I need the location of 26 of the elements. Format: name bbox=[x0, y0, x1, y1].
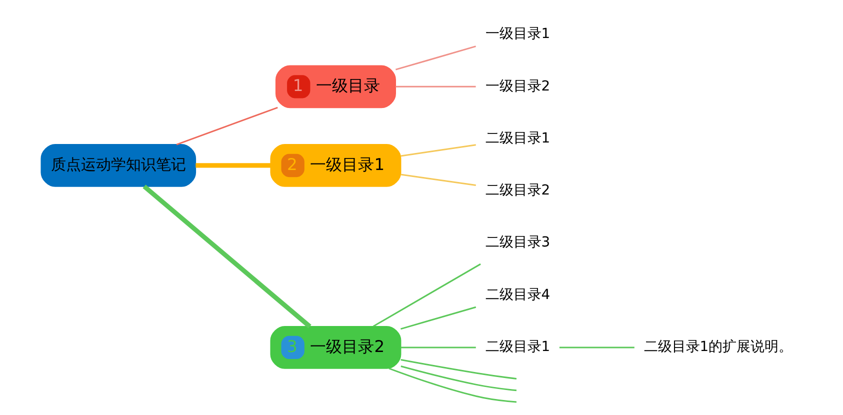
connector bbox=[142, 184, 312, 328]
node-text: 二级目录4 bbox=[485, 286, 550, 302]
connector bbox=[400, 358, 517, 379]
connector bbox=[400, 306, 476, 330]
node-box: 1 一级目录 bbox=[275, 64, 396, 108]
node-box: 2 一级目录1 bbox=[270, 144, 402, 186]
node-box: 3 一级目录2 bbox=[270, 326, 402, 368]
connector bbox=[396, 85, 476, 87]
node-text: 二级目录1 bbox=[485, 130, 550, 146]
node-text: 二级目录1 bbox=[485, 338, 550, 355]
connector bbox=[400, 346, 476, 348]
node-text: 一级目录1 bbox=[485, 26, 550, 42]
node-text: 二级目录1的扩展说明。 bbox=[644, 338, 793, 355]
node-text: 二级目录3 bbox=[485, 234, 550, 250]
connector bbox=[559, 346, 634, 348]
connector bbox=[176, 106, 278, 145]
node-text: 二级目录2 bbox=[485, 182, 550, 198]
connector bbox=[400, 365, 517, 391]
connector bbox=[400, 173, 476, 186]
connector bbox=[388, 367, 517, 402]
connector bbox=[196, 162, 271, 168]
node-box: 质点运动学知识笔记 bbox=[40, 144, 196, 186]
connector bbox=[400, 144, 476, 156]
node-text: 一级目录2 bbox=[485, 78, 550, 94]
connector bbox=[372, 262, 481, 327]
connector bbox=[396, 45, 476, 70]
